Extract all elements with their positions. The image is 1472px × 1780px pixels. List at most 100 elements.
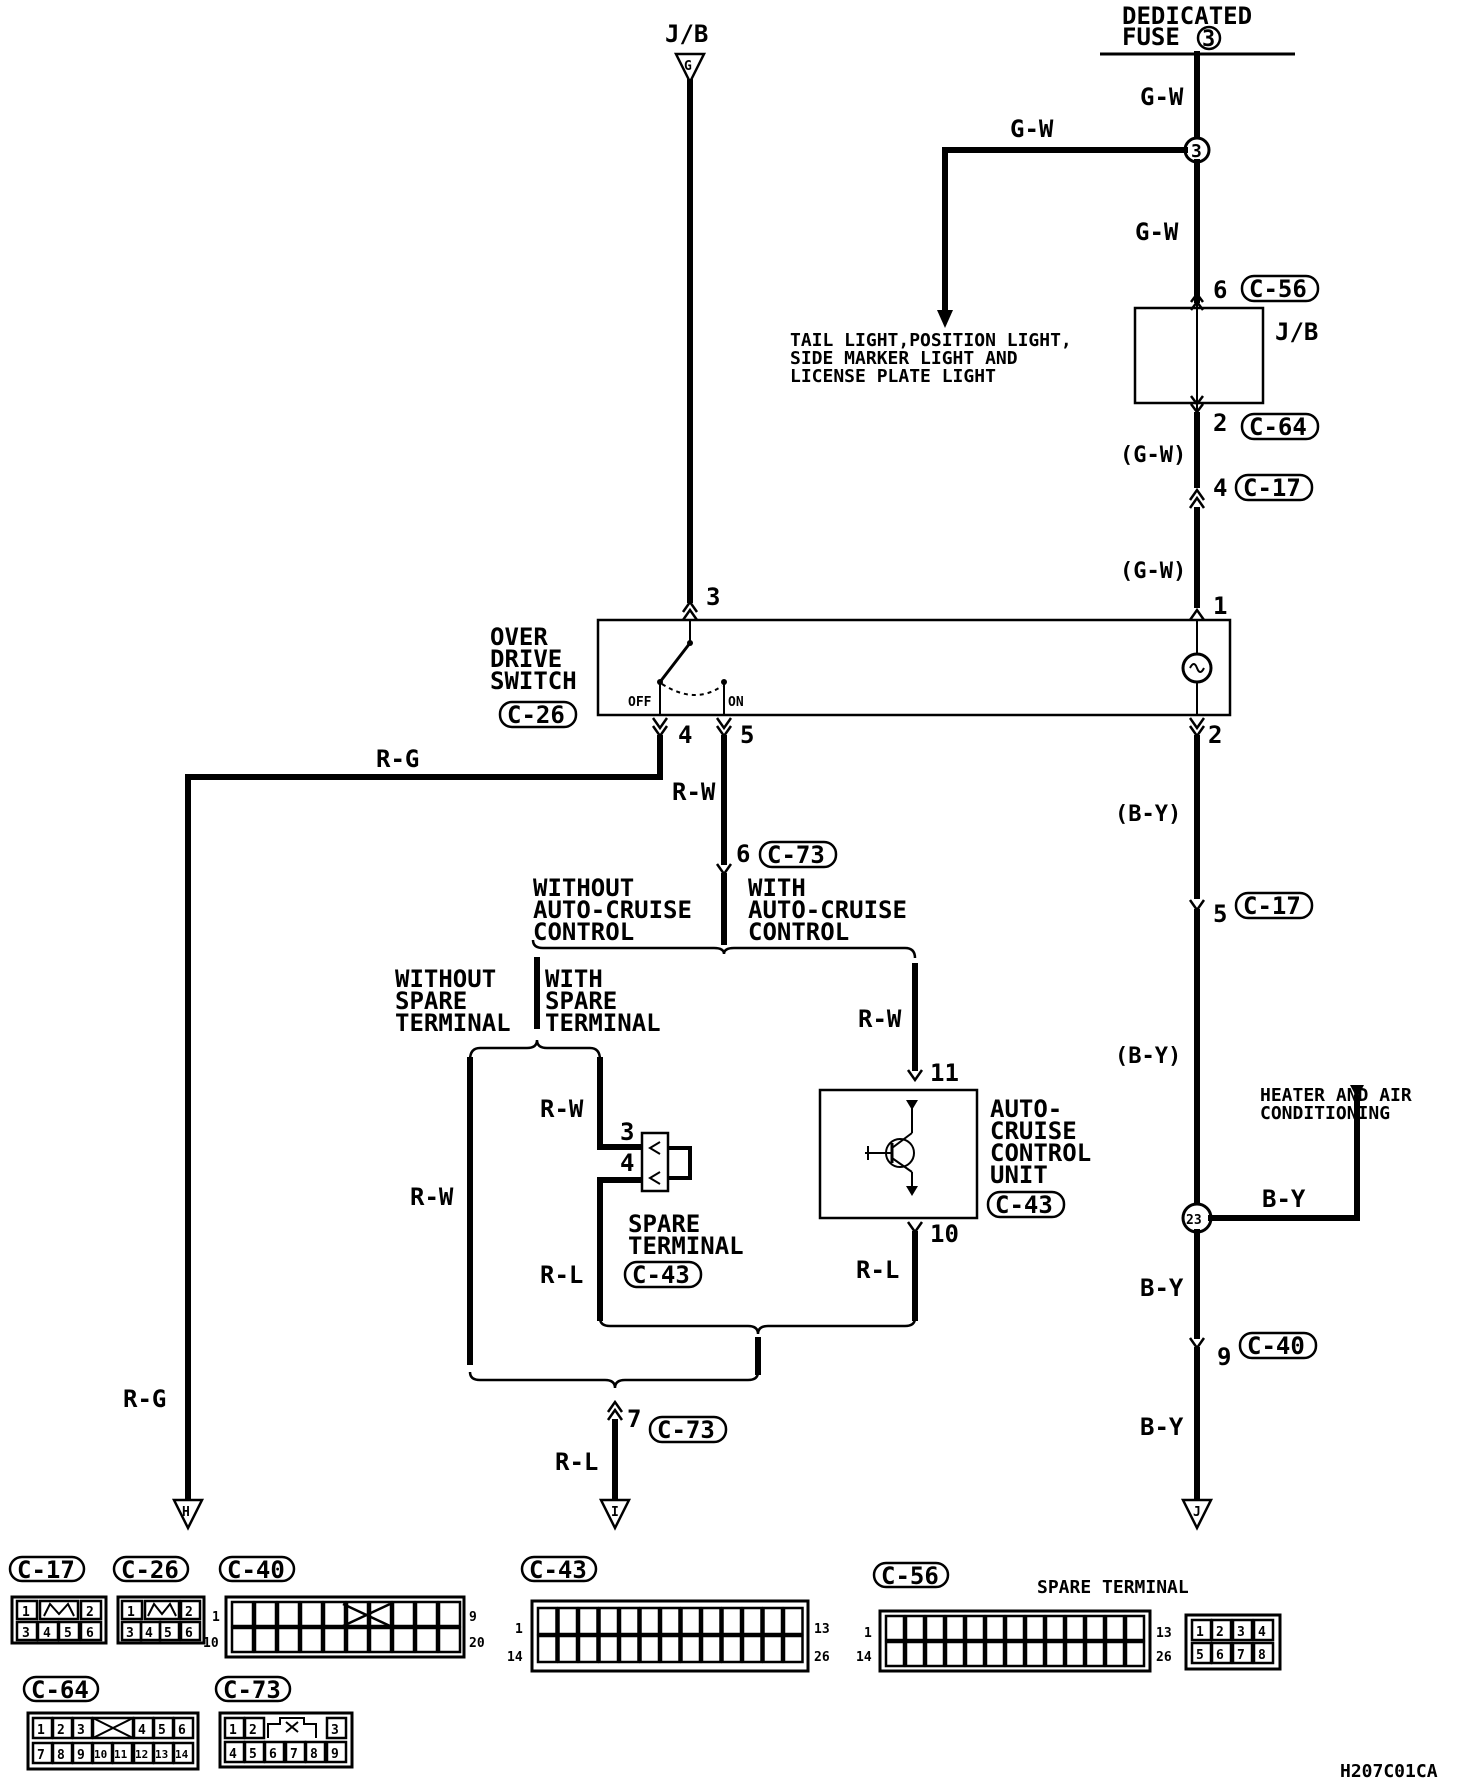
connector-c56-label: C-56 bbox=[1249, 275, 1307, 303]
svg-text:5: 5 bbox=[64, 1626, 72, 1641]
connector-cell bbox=[618, 1606, 640, 1636]
branch-wac-1: WITH bbox=[748, 874, 806, 902]
connector-cell bbox=[639, 1634, 661, 1664]
connector-cell bbox=[276, 1626, 301, 1654]
svg-text:SPARE TERMINAL: SPARE TERMINAL bbox=[1037, 1577, 1189, 1598]
svg-text:7: 7 bbox=[37, 1748, 45, 1763]
jb-right-box bbox=[1133, 306, 1265, 405]
svg-text:7: 7 bbox=[290, 1747, 298, 1762]
connector-cell bbox=[598, 1634, 620, 1664]
branch-wst-1: WITH bbox=[545, 965, 603, 993]
svg-text:1: 1 bbox=[127, 1605, 135, 1620]
svg-text:4: 4 bbox=[43, 1626, 51, 1641]
connector-cell bbox=[391, 1626, 416, 1654]
fuse-number-circle bbox=[1196, 25, 1222, 51]
branch-wst-3: TERMINAL bbox=[545, 1009, 661, 1037]
connector-cell bbox=[1024, 1614, 1046, 1642]
connector-cell bbox=[230, 1626, 255, 1654]
connector-cell bbox=[762, 1606, 784, 1636]
svg-text:1: 1 bbox=[864, 1626, 872, 1641]
spare-terminal-box bbox=[640, 1131, 670, 1193]
wire-label-by-1: B-Y bbox=[1262, 1185, 1306, 1213]
pin-4-switch: 4 bbox=[678, 721, 692, 749]
connector-cell bbox=[536, 1606, 558, 1636]
svg-text:26: 26 bbox=[1156, 1650, 1172, 1665]
legend-spare-terminal: SPARE TERMINAL 1 2 3 4 5 6 7 8 bbox=[1037, 1577, 1282, 1671]
connector-cell bbox=[659, 1634, 681, 1664]
svg-text:8: 8 bbox=[310, 1747, 318, 1762]
connector-cell bbox=[437, 1600, 462, 1628]
connector-cell bbox=[944, 1614, 966, 1642]
svg-text:10: 10 bbox=[203, 1636, 219, 1651]
svg-text:2: 2 bbox=[249, 1723, 257, 1738]
legend-c56: C-56 1 13 14 26 bbox=[856, 1561, 1172, 1673]
svg-text:4: 4 bbox=[229, 1747, 237, 1762]
tail-light-label-3: LICENSE PLATE LIGHT bbox=[790, 366, 996, 387]
svg-text:2: 2 bbox=[185, 1605, 193, 1620]
connector-c64-label: C-64 bbox=[1249, 413, 1307, 441]
connector-cell bbox=[1064, 1614, 1086, 1642]
connector-cell bbox=[276, 1600, 301, 1628]
branch-woac-3: CONTROL bbox=[533, 918, 634, 946]
connector-cell bbox=[1004, 1640, 1026, 1668]
svg-text:9: 9 bbox=[77, 1748, 85, 1763]
svg-text:C-40: C-40 bbox=[227, 1556, 285, 1584]
heater-label-1: HEATER AND AIR bbox=[1260, 1085, 1412, 1106]
acu-label-3: CONTROL bbox=[990, 1139, 1091, 1167]
svg-text:1: 1 bbox=[1196, 1625, 1204, 1640]
connector-cell bbox=[557, 1634, 579, 1664]
svg-text:8: 8 bbox=[1258, 1648, 1266, 1663]
wire-label-rw-3: R-W bbox=[540, 1095, 584, 1123]
svg-text:2: 2 bbox=[86, 1605, 94, 1620]
connector-cell bbox=[253, 1626, 278, 1654]
connector-cell bbox=[557, 1606, 579, 1636]
wire-label-rw-1: R-W bbox=[672, 778, 716, 806]
branch-wac-3: CONTROL bbox=[748, 918, 849, 946]
pin-6-c73: 6 bbox=[736, 840, 750, 868]
wire-label-rw-4: R-W bbox=[858, 1005, 902, 1033]
connector-cell bbox=[680, 1634, 702, 1664]
tail-light-label-1: TAIL LIGHT,POSITION LIGHT, bbox=[790, 330, 1072, 351]
switch-label-2: DRIVE bbox=[490, 645, 562, 673]
acu-label-2: CRUISE bbox=[990, 1117, 1077, 1145]
svg-text:3: 3 bbox=[126, 1626, 134, 1641]
svg-text:6: 6 bbox=[1216, 1648, 1224, 1663]
svg-text:C-73: C-73 bbox=[223, 1676, 281, 1704]
svg-text:6: 6 bbox=[269, 1747, 277, 1762]
connector-cell bbox=[368, 1626, 393, 1654]
svg-text:7: 7 bbox=[1237, 1648, 1245, 1663]
connector-cell bbox=[1044, 1640, 1066, 1668]
svg-text:C-26: C-26 bbox=[121, 1556, 179, 1584]
connector-c43-label-b: C-43 bbox=[995, 1191, 1053, 1219]
switch-label-3: SWITCH bbox=[490, 667, 577, 695]
fuse-label-1: DEDICATED bbox=[1122, 2, 1252, 30]
svg-text:8: 8 bbox=[57, 1748, 65, 1763]
connector-cell bbox=[984, 1640, 1006, 1668]
pin-1-switch: 1 bbox=[1213, 592, 1227, 620]
connector-cell bbox=[536, 1634, 558, 1664]
legend-c26: C-26 1 2 3 4 5 6 bbox=[112, 1555, 206, 1645]
connector-cell bbox=[322, 1600, 347, 1628]
svg-text:6: 6 bbox=[178, 1723, 186, 1738]
switch-label-1: OVER bbox=[490, 623, 548, 651]
svg-text:3: 3 bbox=[77, 1723, 85, 1738]
pin-4-spare: 4 bbox=[620, 1149, 634, 1177]
pin-10-acu: 10 bbox=[930, 1220, 959, 1248]
svg-text:3: 3 bbox=[22, 1626, 30, 1641]
svg-text:1: 1 bbox=[212, 1610, 220, 1625]
svg-text:5: 5 bbox=[1196, 1648, 1204, 1663]
svg-text:10: 10 bbox=[94, 1748, 107, 1761]
ground-i-icon bbox=[598, 1498, 632, 1531]
connector-cell bbox=[741, 1606, 763, 1636]
pin-2-switch: 2 bbox=[1208, 721, 1222, 749]
connector-cell bbox=[1024, 1640, 1046, 1668]
fuse-number: 3 bbox=[1202, 27, 1215, 52]
jb-top-terminal-icon bbox=[673, 52, 707, 85]
legend-c17: C-17 1 2 3 4 5 6 bbox=[8, 1555, 108, 1645]
wire-label-by-2: B-Y bbox=[1140, 1274, 1184, 1302]
wire-label-rw-2: R-W bbox=[410, 1183, 454, 1211]
heater-label-2: CONDITIONING bbox=[1260, 1103, 1390, 1124]
wire-label-by-3: B-Y bbox=[1140, 1413, 1184, 1441]
svg-text:14: 14 bbox=[175, 1748, 189, 1761]
pin-11-acu: 11 bbox=[930, 1059, 959, 1087]
